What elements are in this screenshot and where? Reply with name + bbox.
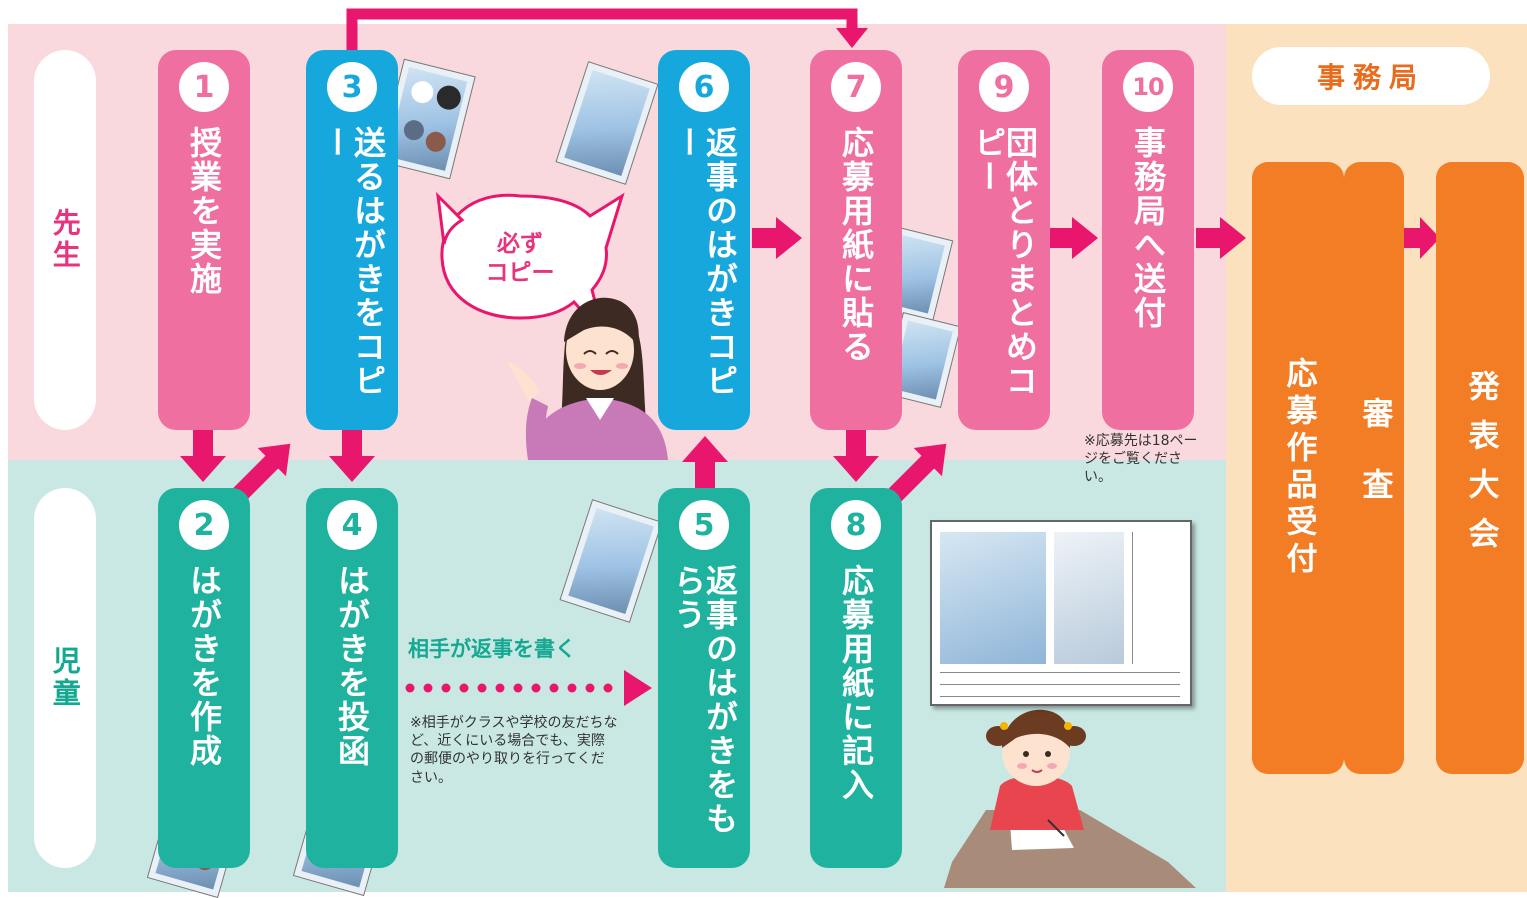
arrow-10-to-office (1196, 217, 1246, 259)
step-number: 4 (327, 500, 377, 550)
office-step-award: 発表大会 (1436, 162, 1524, 774)
child-role-label: 児童 (34, 488, 96, 868)
step-label: 応募用紙に記入 (837, 564, 875, 802)
step-6: 6 返事のはがきコピー (658, 50, 750, 430)
reply-label: 相手が返事を書く (408, 637, 576, 661)
step-4: 4 はがきを投函 (306, 488, 398, 868)
step-label: はがきを投函 (333, 564, 371, 768)
arrow-review-to-award (1404, 217, 1440, 259)
step-9: 9 団体とりまとめコピー (958, 50, 1050, 430)
arrowhead-into-7 (836, 28, 868, 48)
office-role-label: 事務局 (1252, 47, 1490, 105)
step-label: 返事のはがきをもらう (669, 564, 739, 836)
step-number: 3 (327, 62, 377, 112)
step-7: 7 応募用紙に貼る (810, 50, 902, 430)
step-8: 8 応募用紙に記入 (810, 488, 902, 868)
step-3: 3 送るはがきをコピー (306, 50, 398, 430)
arrow-7-to-8 (833, 430, 879, 482)
step-1: 1 授業を実施 (158, 50, 250, 430)
arrow-9-to-10 (1048, 217, 1098, 259)
arrow-5-to-6 (682, 436, 728, 488)
dotted-arrow-4-to-5 (405, 670, 652, 706)
teacher-role-label: 先生 (34, 50, 96, 430)
application-form-image (930, 520, 1192, 706)
step-number: 9 (979, 62, 1029, 112)
office-step-receive: 応募作品受付 (1252, 162, 1344, 774)
teacher-illustration (508, 297, 668, 460)
office-step-label: 応募作品受付 (1280, 357, 1317, 579)
step-label: はがきを作成 (185, 564, 223, 768)
address-note: ※応募先は18ページをご覧ください。 (1084, 433, 1198, 486)
child-illustration (944, 709, 1196, 888)
office-step-label: 審査 (1356, 397, 1393, 539)
step-label: 応募用紙に貼る (837, 126, 875, 364)
arrow-1-to-2 (180, 430, 226, 482)
speech-bubble-ear (435, 191, 465, 245)
arrow-3-to-4 (329, 430, 375, 482)
step-number: 2 (179, 500, 229, 550)
step-number: 8 (831, 500, 881, 550)
arrow-6-to-7 (752, 217, 802, 259)
step-label: 送るはがきをコピー (317, 126, 387, 398)
connector-3-to-7 (346, 8, 858, 50)
step-2: 2 はがきを作成 (158, 488, 250, 868)
step-number: 1 (179, 62, 229, 112)
office-step-label: 発表大会 (1462, 370, 1499, 566)
reply-note: ※相手がクラスや学校の友だちなど、近くにいる場合でも、実際の郵便のやり取りを行っ… (410, 715, 618, 786)
step-label: 授業を実施 (185, 126, 223, 296)
step-label: 団体とりまとめコピー (969, 126, 1039, 398)
step-number: 7 (831, 62, 881, 112)
speech-bubble-text: 必ず コピー (485, 231, 555, 286)
step-number: 5 (679, 500, 729, 550)
office-step-review: 審査 (1344, 162, 1404, 774)
step-label: 返事のはがきコピー (669, 126, 739, 398)
step-5: 5 返事のはがきをもらう (658, 488, 750, 868)
step-10: 10 事務局へ送付 (1102, 50, 1194, 430)
step-number: 10 (1123, 62, 1173, 112)
step-label: 事務局へ送付 (1129, 126, 1167, 330)
step-number: 6 (679, 62, 729, 112)
